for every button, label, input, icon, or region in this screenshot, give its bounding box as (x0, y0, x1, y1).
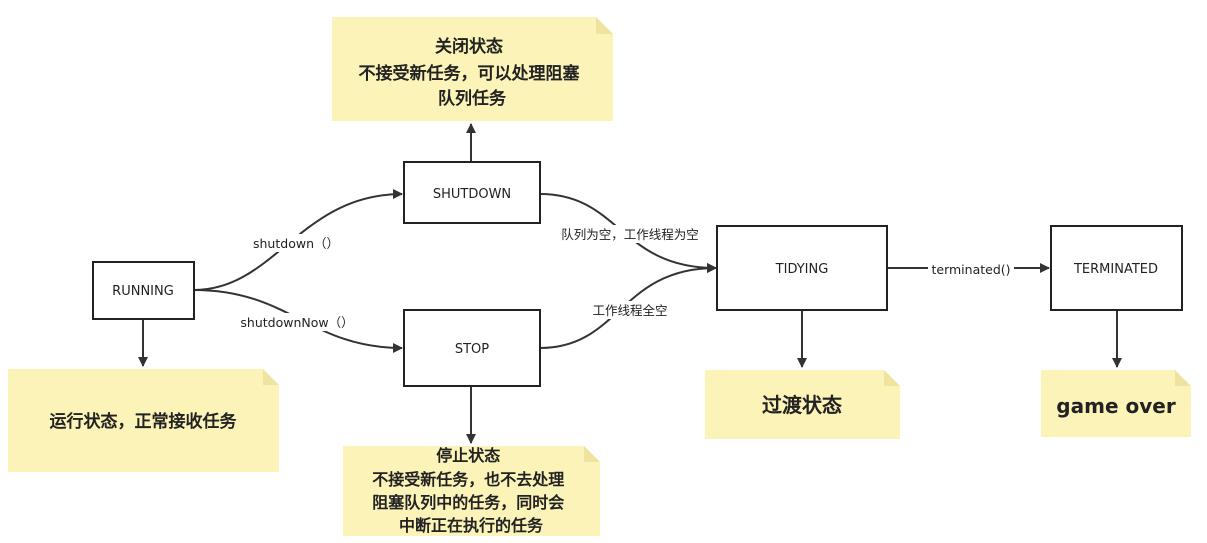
state-tidying: TIDYING (716, 225, 888, 311)
note-tidying: 过渡状态 (705, 370, 900, 439)
state-running-label: RUNNING (112, 284, 174, 299)
edge-label-workers-empty-text: 工作线程全空 (592, 303, 667, 318)
note-terminated-line-1: game over (1056, 394, 1176, 418)
note-stop-line-2: 不接受新任务，也不去处理 (372, 470, 564, 489)
note-running-line-1: 运行状态，正常接收任务 (50, 411, 238, 432)
svg-text:运行状态，正常接收任务: 运行状态，正常接收任务 (50, 411, 238, 432)
state-terminated: TERMINATED (1050, 225, 1183, 311)
edge-label-shutdownnow-text: shutdownNow（） (240, 315, 353, 330)
edge-label-workers-empty: 工作线程全空 (585, 301, 675, 319)
edge-label-terminated-text: terminated() (931, 262, 1010, 277)
state-stop-label: STOP (455, 342, 489, 357)
edge-label-shutdown: shutdown（） (250, 234, 346, 252)
note-stop-line-1: 停止状态 (436, 446, 500, 465)
note-shutdown-line-1: 关闭状态 (435, 36, 503, 57)
note-shutdown-line-3: 队列任务 (438, 88, 507, 109)
state-shutdown-label: SHUTDOWN (433, 187, 511, 202)
svg-text:过渡状态: 过渡状态 (762, 393, 842, 417)
state-shutdown: SHUTDOWN (403, 161, 541, 224)
edge-label-shutdown-text: shutdown（） (253, 236, 339, 251)
note-stop-line-3: 阻塞队列中的任务，同时会 (372, 493, 564, 512)
note-shutdown-line-2: 不接受新任务，可以处理阻塞 (359, 63, 581, 84)
svg-text:停止状态 不接受新任务，也不去处理: 停止状态 不接受新任务，也不去处理 阻塞队列中的任务，同时会 中断正在执行的任务 (372, 446, 570, 535)
state-running: RUNNING (92, 261, 195, 320)
note-shutdown: 关闭状态 不接受新任务，可以处理阻塞 队列任务 (332, 17, 613, 121)
edge-label-queue-empty: 队列为空，工作线程为空 (551, 225, 709, 243)
svg-text:game over: game over (1056, 394, 1176, 418)
note-running: 运行状态，正常接收任务 (8, 369, 279, 472)
state-stop: STOP (403, 309, 541, 387)
edge-label-queue-empty-text: 队列为空，工作线程为空 (561, 227, 699, 242)
note-tidying-line-1: 过渡状态 (762, 393, 842, 417)
note-stop-line-4: 中断正在执行的任务 (399, 516, 544, 535)
edge-label-shutdownnow: shutdownNow（） (236, 313, 358, 331)
edge-label-terminated: terminated() (928, 260, 1014, 278)
state-terminated-label: TERMINATED (1073, 262, 1158, 277)
svg-text:关闭状态 不接受新任务，可以处理阻塞: 关闭状态 不接受新任务，可以处理阻塞 队列任务 (359, 36, 586, 109)
state-tidying-label: TIDYING (775, 262, 829, 277)
note-terminated: game over (1041, 370, 1191, 437)
note-stop: 停止状态 不接受新任务，也不去处理 阻塞队列中的任务，同时会 中断正在执行的任务 (343, 446, 600, 536)
